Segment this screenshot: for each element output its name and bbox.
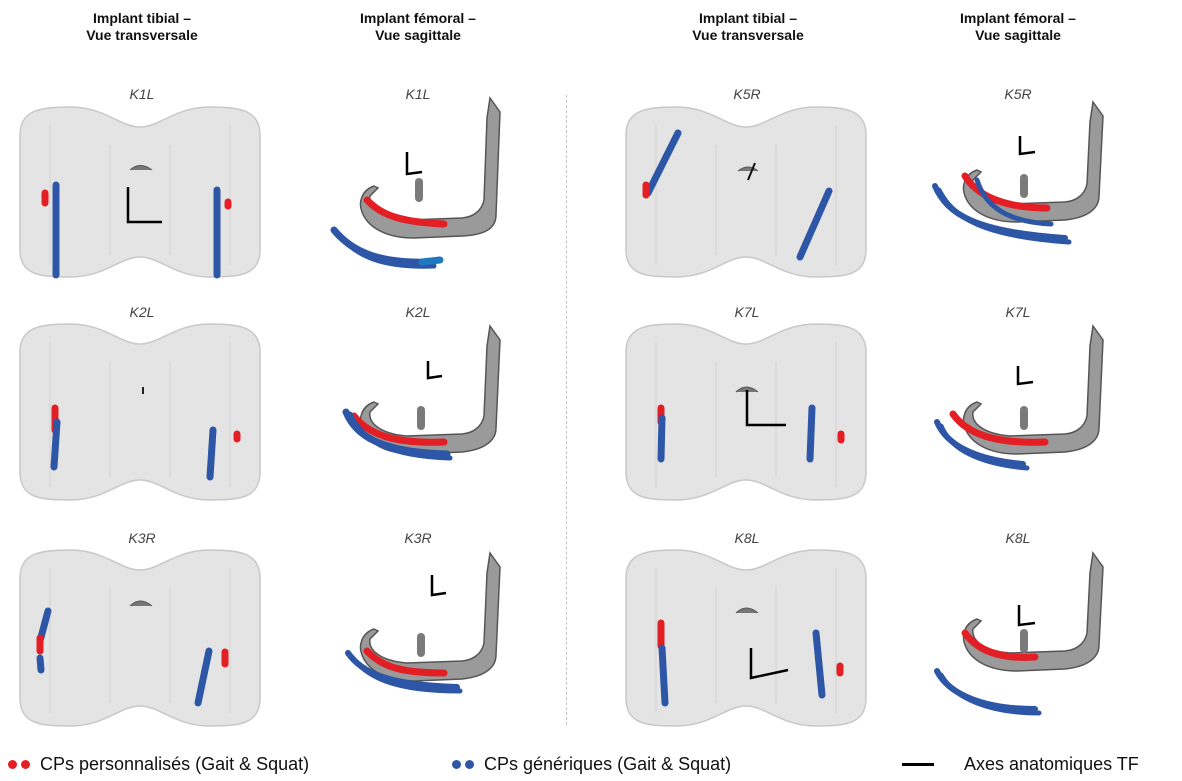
panel-label-tibial: K1L	[129, 86, 155, 102]
panel-label-femoral: K3R	[404, 530, 432, 546]
tibial-implant-k1l	[19, 106, 261, 279]
legend-personalized-label: CPs personnalisés (Gait & Squat)	[40, 753, 310, 774]
panel-label-tibial: K8L	[734, 530, 760, 546]
legend-axes: Axes anatomiques TF	[902, 752, 1139, 776]
header-tibial-right: Implant tibial – Vue transversale	[692, 10, 804, 43]
panel-label-tibial: K7L	[734, 304, 760, 320]
tibial-implant-k7l	[625, 323, 867, 501]
column-divider	[566, 95, 567, 725]
panel-label-femoral: K5R	[1004, 86, 1032, 102]
femoral-implant-k3r	[345, 551, 501, 694]
legend-generic-label: CPs génériques (Gait & Squat)	[484, 753, 732, 774]
legend-generic: CPs génériques (Gait & Squat)	[452, 752, 731, 776]
panel-label-tibial: K3R	[128, 530, 156, 546]
blue-dot-icon	[452, 759, 461, 769]
panel-label-femoral: K2L	[405, 304, 431, 320]
femoral-implant-k1l	[330, 96, 501, 269]
tibial-implant-k8l	[625, 549, 867, 727]
header-femoral-right: Implant fémoral – Vue sagittale	[960, 10, 1076, 43]
blue-dot-icon	[465, 759, 474, 769]
red-dot-icon	[8, 759, 17, 769]
red-dot-icon	[21, 759, 30, 769]
panel-label-femoral: K7L	[1005, 304, 1031, 320]
femoral-implant-k7l	[934, 324, 1104, 471]
header-femoral-left: Implant fémoral – Vue sagittale	[360, 10, 476, 43]
header-tibial-left: Implant tibial – Vue transversale	[86, 10, 198, 43]
tibial-implant-k5r	[625, 106, 867, 278]
tibial-implant-k2l	[19, 323, 261, 501]
femoral-implant-k5r	[932, 100, 1104, 245]
femoral-implant-k2l	[342, 324, 501, 461]
legend-axes-label: Axes anatomiques TF	[964, 753, 1139, 774]
femoral-implant-k8l	[934, 551, 1104, 716]
panel-label-femoral: K1L	[405, 86, 431, 102]
panel-label-femoral: K8L	[1005, 530, 1031, 546]
axis-line-icon	[902, 762, 934, 766]
legend-personalized: CPs personnalisés (Gait & Squat)	[8, 752, 309, 776]
panel-label-tibial: K5R	[733, 86, 761, 102]
panel-label-tibial: K2L	[129, 304, 155, 320]
tibial-implant-k3r	[19, 549, 261, 727]
